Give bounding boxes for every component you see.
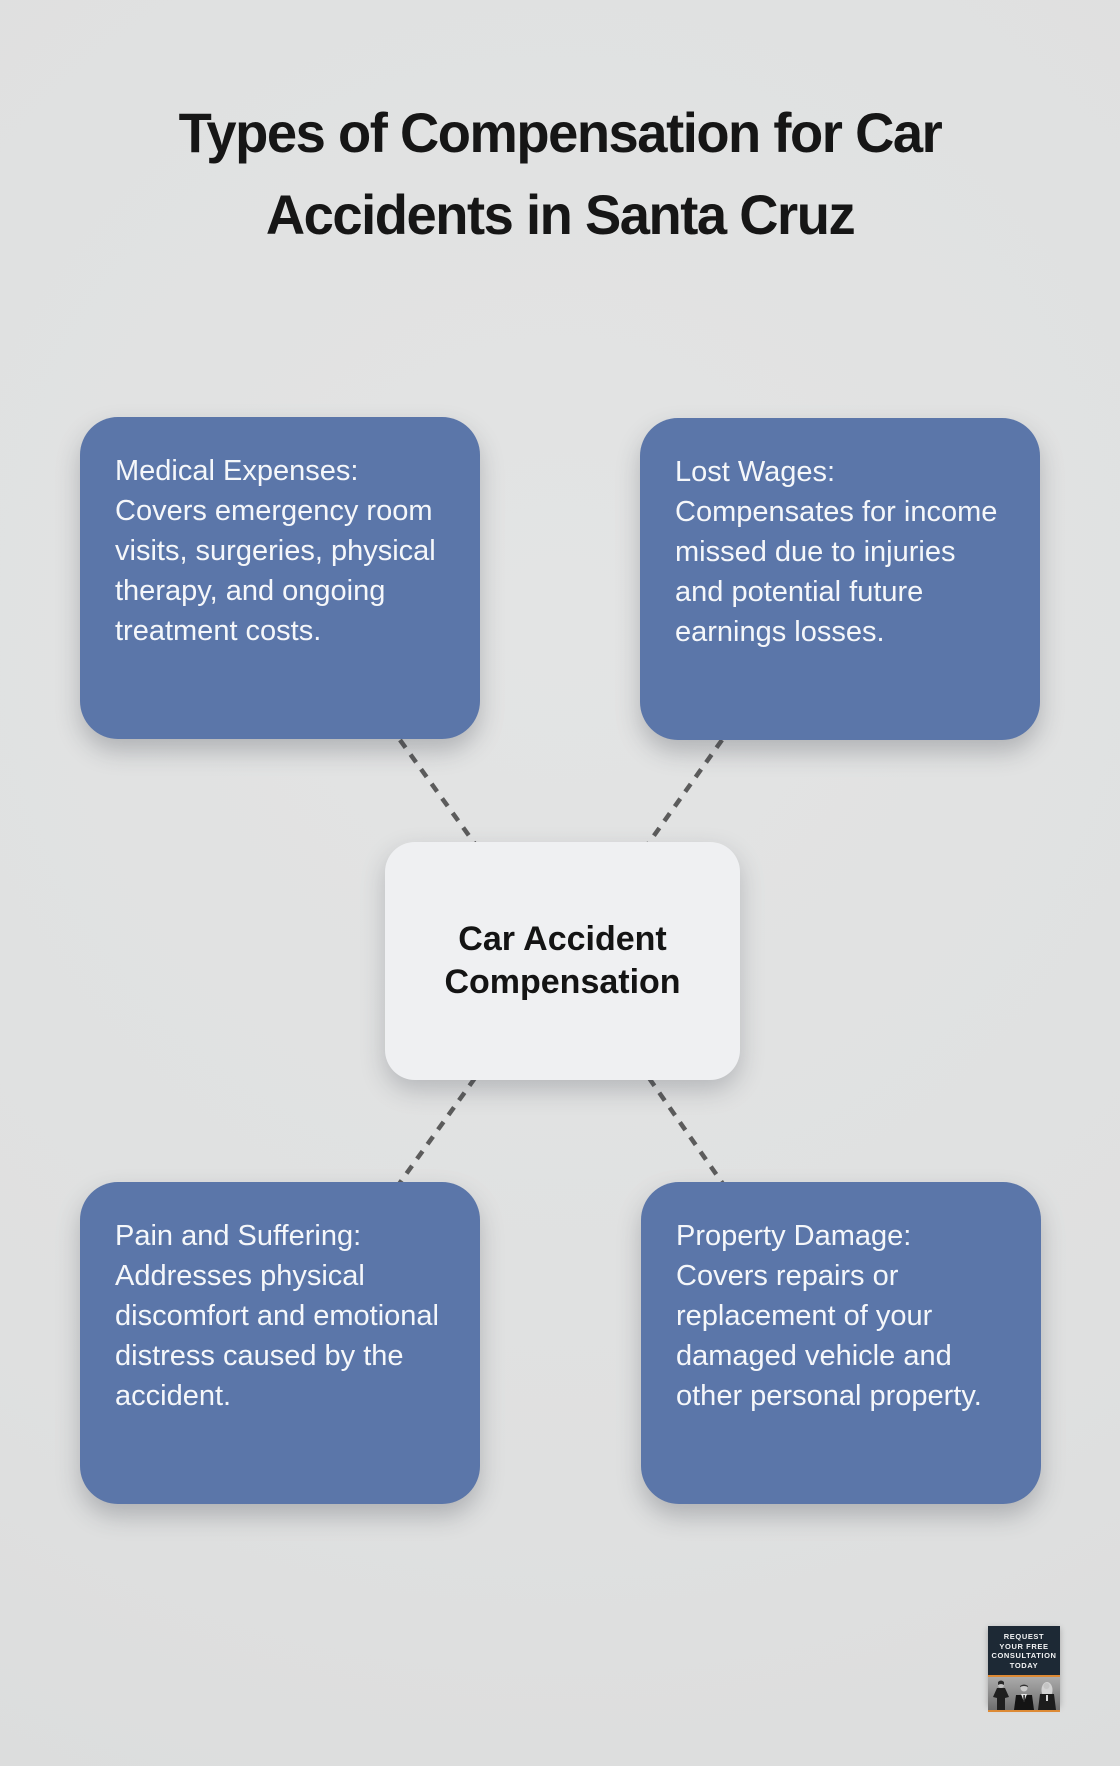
- connector-top-left: [398, 738, 477, 846]
- connector-bottom-right: [647, 1076, 725, 1186]
- node-medical-expenses-body: Covers emergency room visits, surgeries,…: [115, 495, 436, 647]
- badge-line-2: YOUR FREE: [999, 1641, 1049, 1651]
- node-lost-wages-heading: Lost Wages:: [675, 456, 836, 488]
- page-title-line2: Accidents in Santa Cruz: [265, 183, 856, 246]
- center-node-label: Car Accident Compensation: [444, 920, 681, 1001]
- center-node-car-accident-compensation: Car Accident Compensation: [385, 842, 740, 1080]
- connector-top-right: [646, 738, 724, 846]
- node-medical-expenses: Medical Expenses: Covers emergency room v…: [80, 417, 480, 739]
- connector-bottom-left: [397, 1076, 477, 1186]
- node-medical-expenses-heading: Medical Expenses:: [115, 455, 359, 487]
- page-title-line1: Types of Compensation for Car: [178, 101, 943, 164]
- node-property-damage-heading: Property Damage:: [676, 1220, 912, 1252]
- consultation-badge-text: REQUEST YOUR FREE CONSULTATION TODAY: [988, 1626, 1060, 1671]
- node-pain-and-suffering-heading: Pain and Suffering:: [115, 1220, 362, 1252]
- badge-line-3: CONSULTATION: [991, 1651, 1057, 1660]
- badge-divider-bottom: [988, 1710, 1060, 1712]
- node-pain-and-suffering-body: Addresses physical discomfort and emotio…: [115, 1260, 439, 1412]
- consultation-badge[interactable]: REQUEST YOUR FREE CONSULTATION TODAY: [988, 1626, 1060, 1712]
- badge-line-4: TODAY: [1009, 1660, 1039, 1670]
- badge-line-1: REQUEST: [1003, 1632, 1045, 1641]
- node-lost-wages-body: Compensates for income missed due to inj…: [675, 496, 998, 648]
- node-property-damage: Property Damage: Covers repairs or replac…: [641, 1182, 1041, 1504]
- node-lost-wages: Lost Wages: Compensates for income missed…: [640, 418, 1040, 740]
- page-title: Types of Compensation for Car Accidents …: [17, 92, 1103, 256]
- node-property-damage-body: Covers repairs or replacement of your da…: [676, 1260, 982, 1412]
- node-pain-and-suffering: Pain and Suffering: Addresses physical di…: [80, 1182, 480, 1504]
- three-attorneys-photo: [988, 1677, 1060, 1710]
- badge-divider-top: [988, 1675, 1060, 1677]
